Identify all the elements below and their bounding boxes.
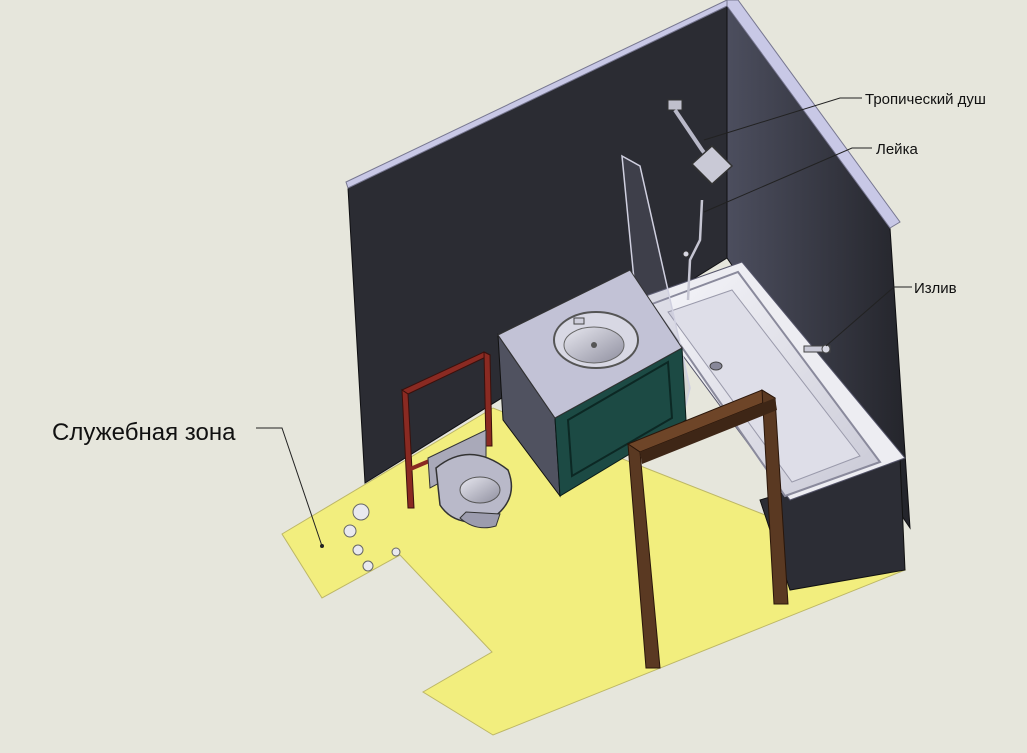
callout-spout-label: Излив xyxy=(914,280,957,297)
sink-cabinet xyxy=(497,269,687,498)
tub-spout xyxy=(803,344,831,354)
callout-rain-shower: Тропический душ xyxy=(703,91,986,141)
door-frame xyxy=(626,389,789,669)
floor-openings xyxy=(343,503,401,572)
callout-hand-shower: Лейка xyxy=(703,141,918,213)
shower-system xyxy=(667,99,734,301)
callout-spout: Излив xyxy=(825,280,957,347)
callout-service-zone-label: Служебная зона xyxy=(52,419,236,446)
bathtub xyxy=(639,261,906,591)
right-wall-top-edge xyxy=(726,0,901,229)
callout-hand-shower-label: Лейка xyxy=(876,141,918,158)
callout-rain-shower-label: Тропический душ xyxy=(865,91,986,108)
callout-service-zone: Служебная зона xyxy=(52,419,323,547)
wall-hung-toilet xyxy=(427,429,513,529)
rain-shower-head xyxy=(690,144,734,186)
